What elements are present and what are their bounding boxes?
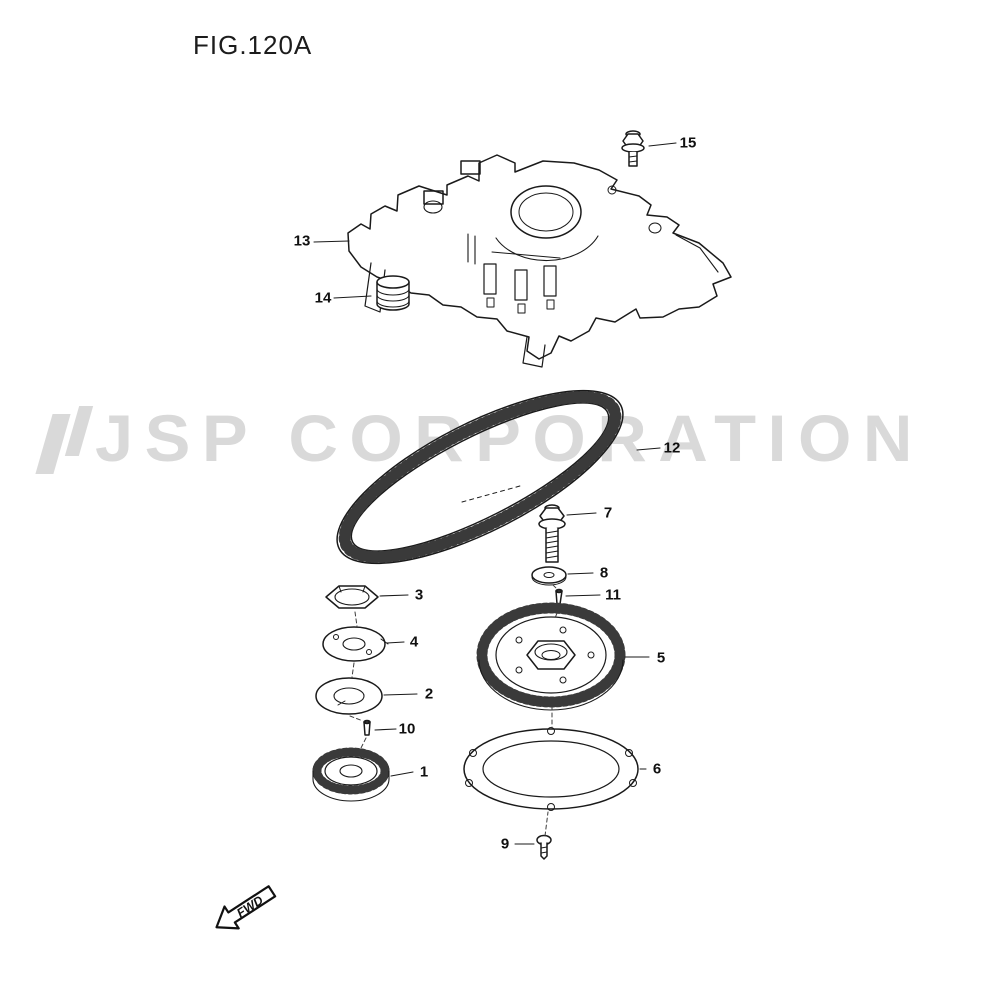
part-2-washer-drawing — [315, 677, 383, 715]
part-13-cover-drawing — [347, 154, 732, 368]
part-label-5: 5 — [656, 649, 666, 667]
part-label-13: 13 — [293, 232, 311, 250]
part-label-6: 6 — [652, 760, 662, 778]
fwd-arrow: FWD — [215, 885, 277, 930]
part-12-timing-belt-drawing — [336, 389, 624, 565]
part-9-screw-drawing — [536, 834, 552, 860]
part-4-plate-drawing — [322, 626, 389, 662]
part-5-timing-gear-drawing — [476, 602, 626, 711]
part-3-nut-drawing — [325, 585, 379, 609]
part-6-ring-plate-drawing — [463, 727, 639, 811]
part-label-10: 10 — [398, 720, 416, 738]
part-label-12: 12 — [663, 439, 681, 457]
part-label-4: 4 — [409, 633, 419, 651]
part-11-pin-drawing — [555, 588, 563, 605]
part-10-pin-drawing — [363, 719, 371, 736]
part-label-2: 2 — [424, 685, 434, 703]
assembly-axis-lines — [349, 584, 561, 837]
leader-lines — [313, 142, 677, 845]
part-8-washer-drawing — [531, 566, 567, 586]
part-label-15: 15 — [679, 134, 697, 152]
part-label-1: 1 — [419, 763, 429, 781]
part-label-3: 3 — [414, 586, 424, 604]
part-label-11: 11 — [605, 586, 621, 604]
part-label-7: 7 — [603, 504, 613, 522]
figure-title: FIG.120A — [193, 30, 313, 60]
part-7-bolt-drawing — [538, 504, 566, 563]
part-1-sprocket-drawing — [312, 747, 390, 802]
part-label-14: 14 — [314, 289, 332, 307]
part-14-bushing-drawing — [376, 275, 410, 311]
part-label-8: 8 — [599, 564, 609, 582]
part-15-bolt-drawing — [621, 130, 645, 167]
part-label-9: 9 — [500, 835, 510, 853]
